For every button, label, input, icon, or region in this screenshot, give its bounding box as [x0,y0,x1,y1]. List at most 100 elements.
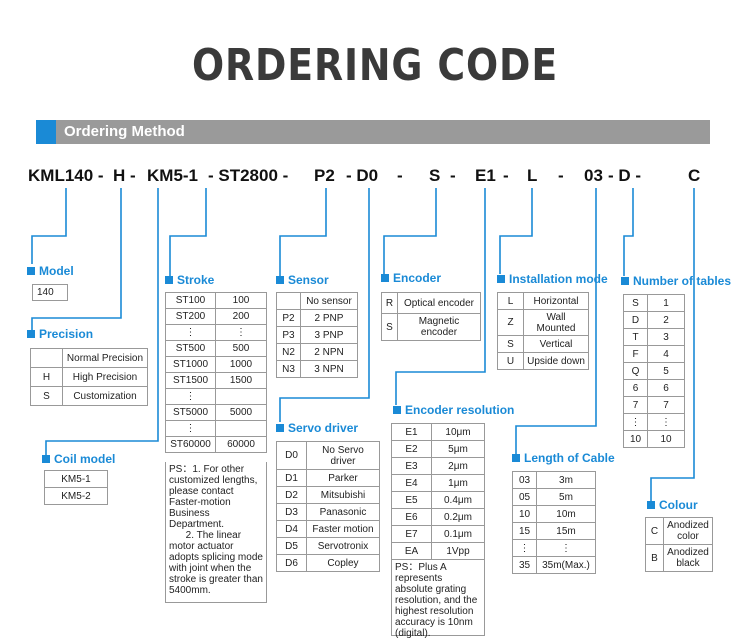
connector-encoder [383,188,437,274]
number-of-tables-title: Number of tables [621,274,731,288]
table-cell: High Precision [62,367,148,387]
table-cell: D1 [276,469,307,487]
banner-title: Ordering Method [64,123,185,140]
table-cell: D5 [276,537,307,555]
code-segment-tables: - D - [608,166,642,185]
table-cell: 6 [623,379,648,397]
table-cell: 05 [512,488,537,506]
table-cell: 2 PNP [300,309,358,327]
table-cell: 500 [215,340,267,357]
table-cell: 10μm [431,423,485,441]
table-row: KM5-1 [44,470,108,488]
colour-title: Colour [647,498,698,512]
table-cell: D2 [276,486,307,504]
table-cell: P2 [276,309,301,327]
bullet-square-icon [381,274,389,282]
table-cell: S [30,386,63,406]
table-cell: D3 [276,503,307,521]
connector-sensor [279,188,327,276]
table-cell: 5m [536,488,596,506]
table-cell: 10m [536,505,596,523]
table-cell: E3 [391,457,432,475]
table-cell: 3 [647,328,685,346]
table-cell: Customization [62,386,148,406]
bullet-square-icon [497,275,505,283]
table-cell: Z [497,309,524,336]
table-cell: No sensor [300,292,358,310]
bullet-square-icon [647,501,655,509]
connector-resolution [395,188,486,405]
table-cell: 2μm [431,457,485,475]
sensor-title: Sensor [276,273,329,287]
coil-model-title: Coil model [42,452,115,466]
code-segment-cable: 03 [584,166,603,185]
table-cell: ⋮ [536,539,596,557]
table-cell: ⋮ [215,324,267,341]
code-separator: - [397,166,403,185]
table-cell: 100 [215,292,267,309]
table-cell: E6 [391,508,432,526]
table-cell: 15m [536,522,596,540]
table-cell: 10 [512,505,537,523]
code-segment-stroke: - ST2800 - [208,166,289,185]
table-cell: 03 [512,471,537,489]
bullet-square-icon [42,455,50,463]
code-separator: - [450,166,456,185]
table-cell: 1000 [215,356,267,373]
table-row: No sensor [276,292,358,310]
table-cell: R [381,292,398,314]
table-cell: 5000 [215,404,267,421]
table-cell [215,420,267,437]
connector-stroke [169,188,207,276]
table-cell: 1 [647,294,685,312]
table-cell: L [497,292,524,310]
model-title: Model [27,264,74,278]
bullet-square-icon [27,267,35,275]
code-segment-installation: L [527,166,538,185]
stroke-note: PS：1. For other customized lengths, plea… [165,462,267,603]
table-cell: Parker [306,469,380,487]
table-cell: 4 [647,345,685,363]
table-cell: P3 [276,326,301,344]
table-cell: Panasonic [306,503,380,521]
table-cell: 10 [623,430,648,448]
table-cell: ST500 [165,340,216,357]
table-cell: Q [623,362,648,380]
table-cell: 0.2μm [431,508,485,526]
table-row: ⋮⋮ [512,539,596,557]
bullet-square-icon [276,276,284,284]
table-cell: N2 [276,343,301,361]
banner-accent [36,120,56,144]
table-cell: 35m(Max.) [536,556,596,574]
table-cell: 10 [647,430,685,448]
table-cell: 2 NPN [300,343,358,361]
section-banner [36,120,710,144]
